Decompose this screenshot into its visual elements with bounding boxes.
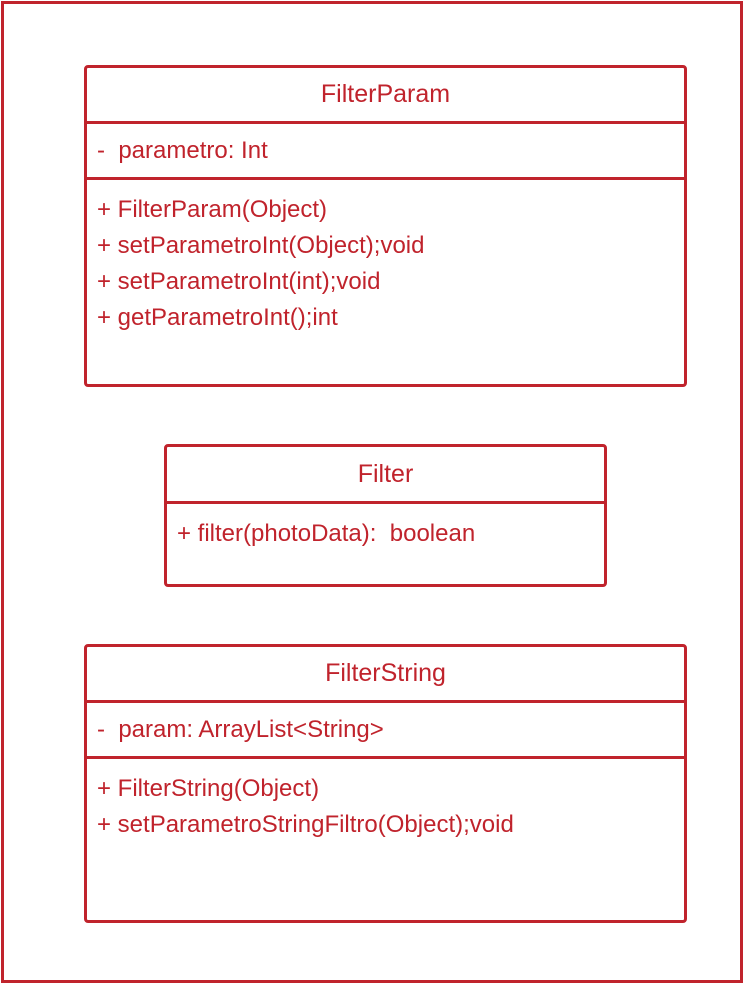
method: + setParametroInt(Object);void: [97, 232, 425, 259]
method: + filter(photoData): boolean: [177, 520, 476, 547]
method: + FilterParam(Object): [97, 196, 328, 223]
method: + FilterString(Object): [97, 775, 320, 802]
class-box-filterparam: FilterParam - parametro: Int + FilterPar…: [84, 65, 687, 387]
class-box-filterstring: FilterString - param: ArrayList<String> …: [84, 644, 687, 923]
methods-section: + filter(photoData): boolean: [167, 504, 604, 552]
methods-section: + FilterParam(Object) + setParametroInt(…: [87, 180, 684, 336]
attributes-section: - parametro: Int: [87, 124, 684, 180]
class-name: FilterString: [87, 647, 684, 703]
method: + getParametroInt();int: [97, 304, 338, 331]
attributes-section: - param: ArrayList<String>: [87, 703, 684, 759]
methods-section: + FilterString(Object) + setParametroStr…: [87, 759, 684, 843]
class-name: FilterParam: [87, 68, 684, 124]
method: + setParametroInt(int);void: [97, 268, 381, 295]
attribute: - parametro: Int: [97, 136, 268, 164]
class-name: Filter: [167, 447, 604, 504]
method: + setParametroStringFiltro(Object);void: [97, 811, 514, 838]
attribute: - param: ArrayList<String>: [97, 715, 384, 743]
class-box-filter: Filter + filter(photoData): boolean: [164, 444, 607, 587]
